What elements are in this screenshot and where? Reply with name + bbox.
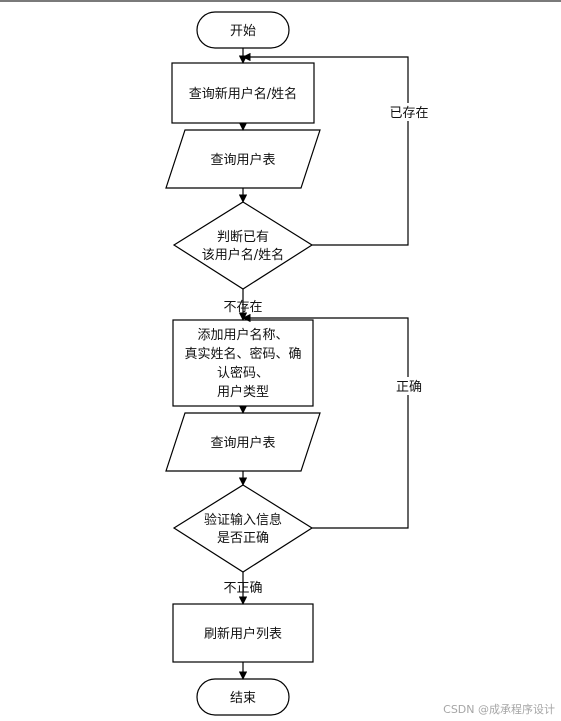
edge-label-correct-bg <box>390 377 428 395</box>
add-user-info-line-4: 用户类型 <box>217 384 269 400</box>
query-new-user-node: 查询新用户名/姓名 <box>171 62 315 124</box>
decision-valid-line-2: 是否正确 <box>217 531 269 546</box>
query-user-table-1-label: 查询用户表 <box>210 152 275 168</box>
refresh-user-list-label: 刷新用户列表 <box>204 626 282 642</box>
edge-label-exists-bg <box>383 103 435 121</box>
decision-valid-node: 验证输入信息 是否正确 <box>172 484 314 573</box>
decision-exists-node: 判断已有 该用户名/姓名 <box>172 201 314 290</box>
refresh-user-list-node: 刷新用户列表 <box>172 603 314 663</box>
query-user-table-2-label: 查询用户表 <box>210 435 275 451</box>
end-label: 结束 <box>230 691 256 706</box>
decision-exists-shape <box>172 201 314 290</box>
edge-label-correct: 正确 <box>396 380 422 395</box>
add-user-info-line-2: 真实姓名、密码、确 <box>184 346 301 362</box>
add-user-info-shape <box>172 319 314 407</box>
edge-label-exists: 已存在 <box>389 106 428 121</box>
query-user-table-1-node: 查询用户表 <box>165 129 321 189</box>
decision-valid-shape <box>172 484 314 573</box>
add-user-info-line-3: 认密码、 <box>217 365 269 381</box>
decision-exists-line-1: 判断已有 <box>217 230 269 245</box>
edge-label-incorrect: 不正确 <box>223 581 262 596</box>
query-new-user-shape <box>171 62 315 124</box>
loop-exists-connector <box>242 52 409 246</box>
add-user-info-node: 添加用户名称、 真实姓名、密码、确 认密码、 用户类型 <box>172 319 314 407</box>
add-user-info-line-1: 添加用户名称、 <box>197 327 288 343</box>
end-node: 结束 <box>196 678 290 716</box>
watermark: CSDN @成承程序设计 <box>443 703 555 716</box>
query-user-table-2-node: 查询用户表 <box>165 412 321 472</box>
query-user-table-2-shape <box>165 412 321 472</box>
decision-exists-line-2: 该用户名/姓名 <box>202 247 284 263</box>
loop-correct-connector <box>242 313 409 529</box>
top-border <box>0 0 561 2</box>
decision-valid-line-1: 验证输入信息 <box>204 512 282 528</box>
start-node: 开始 <box>196 11 290 49</box>
start-label: 开始 <box>230 24 256 39</box>
edge-label-not-exists: 不存在 <box>223 300 262 315</box>
query-new-user-label: 查询新用户名/姓名 <box>189 86 297 102</box>
query-user-table-1-shape <box>165 129 321 189</box>
